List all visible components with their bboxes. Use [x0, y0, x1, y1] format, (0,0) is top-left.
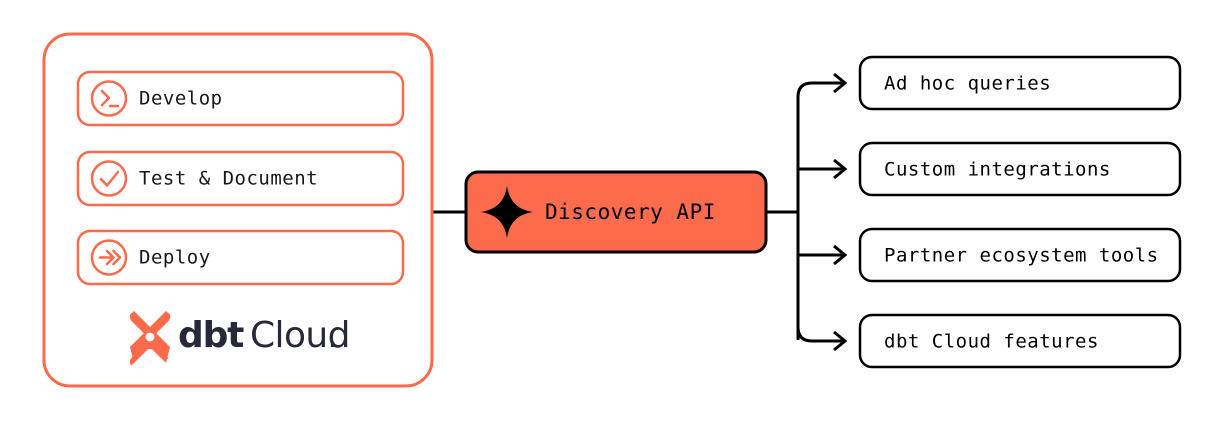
sparkle-star-icon	[481, 186, 533, 238]
branch-arrowhead-2	[833, 158, 848, 180]
consumer-box-3-frame	[858, 227, 1182, 283]
consumer-box-4-frame	[858, 313, 1182, 369]
terminal-prompt-icon	[90, 80, 128, 117]
dbt-wordmark-light: Cloud	[250, 315, 350, 356]
sidebar-item-deploy[interactable]: Deploy	[76, 229, 405, 286]
deploy-item-label: Deploy	[139, 247, 211, 269]
discovery-api-box	[464, 170, 768, 254]
sidebar-item-test-and-document[interactable]: Test & Document	[76, 150, 405, 207]
consumer-box-partner-ecosystem-tools[interactable]: Partner ecosystem tools	[858, 227, 1182, 283]
branch-line-1	[796, 81, 845, 98]
dbt-wordmark-dot: .	[327, 315, 338, 356]
dbt-logo-mark	[129, 311, 171, 366]
consumer-box-custom-integrations[interactable]: Custom integrations	[858, 141, 1182, 197]
discovery-api-label: Discovery API	[545, 200, 716, 224]
branch-connectors	[766, 72, 848, 352]
branch-arrowhead-3	[833, 244, 848, 266]
test-document-item-label: Test & Document	[139, 168, 318, 190]
consumer-box-1-frame	[858, 55, 1182, 111]
consumer-label-3: Partner ecosystem tools	[884, 245, 1159, 267]
dbt-cloud-logo: dbt Cloud .	[129, 311, 350, 366]
consumer-label-4: dbt Cloud features	[884, 331, 1099, 353]
sidebar-item-develop[interactable]: Develop	[76, 70, 405, 127]
consumer-label-2: Custom integrations	[884, 159, 1111, 181]
consumer-label-1: Ad hoc queries	[884, 73, 1051, 95]
consumer-box-dbt-cloud-features[interactable]: dbt Cloud features	[858, 313, 1182, 369]
dbt-logo-center-dot	[145, 332, 155, 342]
consumer-box-ad-hoc-queries[interactable]: Ad hoc queries	[858, 55, 1182, 111]
branch-arrowhead-1	[833, 72, 848, 94]
branch-line-4	[796, 326, 845, 343]
test-document-item-box	[76, 150, 405, 207]
dbt-wordmark-bold: dbt	[178, 315, 244, 356]
check-circle-icon	[90, 160, 128, 197]
deploy-item-box	[76, 229, 405, 286]
develop-item-box	[76, 70, 405, 127]
discovery-api-node[interactable]: Discovery API	[464, 170, 768, 254]
branch-arrowhead-4	[833, 330, 848, 352]
consumer-box-2-frame	[858, 141, 1182, 197]
double-chevron-right-icon	[90, 239, 128, 276]
develop-item-label: Develop	[139, 88, 223, 110]
